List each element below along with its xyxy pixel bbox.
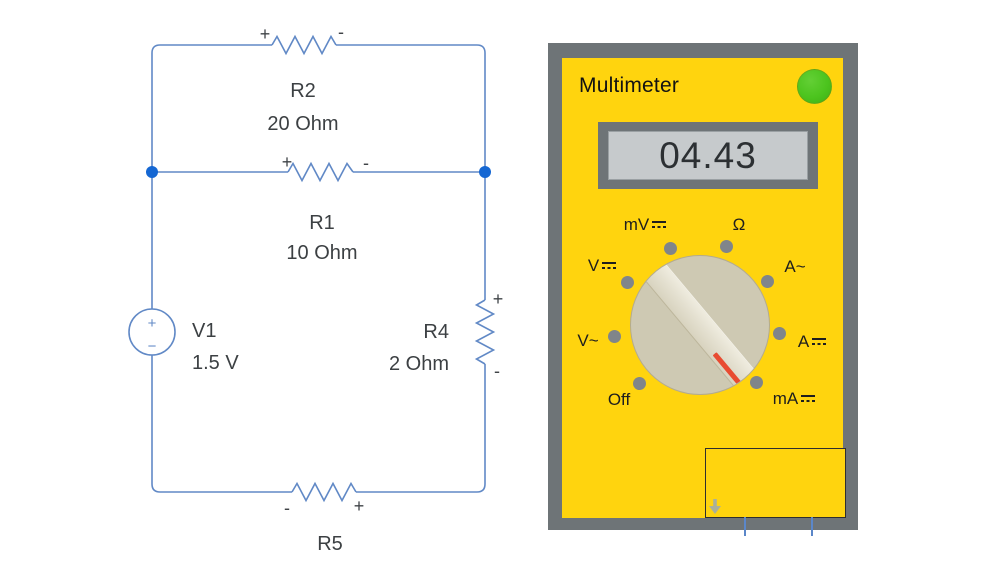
dial-option-ma-dc[interactable]: mA [757, 389, 831, 409]
r1-plus-sign: + [282, 152, 293, 172]
v1-plus-sign: + [148, 315, 157, 332]
resistor-r5-symbol[interactable] [291, 481, 357, 503]
dial-option-a-ac[interactable]: A~ [775, 257, 815, 277]
circuit-wires [128, 34, 496, 503]
r2-name-label: R2 [290, 80, 316, 102]
dial-dot-a-ac [761, 275, 774, 288]
dial-dot-off [633, 377, 646, 390]
junction-dot-right [479, 166, 491, 178]
dial-option-a-dc[interactable]: A [782, 332, 842, 352]
multimeter-title: Multimeter [579, 74, 680, 97]
wire-left-lower [151, 355, 161, 493]
r5-plus-sign: + [354, 496, 365, 516]
dial-option-label: V~ [577, 331, 599, 350]
r4-name-label: R4 [423, 321, 449, 343]
wire-top-right [336, 44, 486, 172]
r1-value-label: 10 Ohm [286, 242, 357, 264]
dial-option-label: mA [772, 389, 799, 408]
dial-dot-mv-dc [664, 242, 677, 255]
v1-name-label: V1 [192, 320, 216, 342]
panel-arrow-icon [709, 499, 721, 514]
r4-plus-sign: + [493, 289, 504, 309]
dial-option-mv-dc[interactable]: mV [613, 215, 677, 235]
rotary-dial[interactable] [630, 255, 770, 395]
dial-option-v-ac[interactable]: V~ [558, 331, 618, 351]
r1-minus-sign: - [363, 153, 369, 173]
display-readout: 04.43 [659, 134, 757, 176]
r5-minus-sign: - [284, 498, 290, 518]
dial-option-label: mV [623, 215, 650, 234]
dial-option-label: Off [607, 390, 631, 409]
dc-symbol-icon [812, 337, 827, 347]
resistor-r1-symbol[interactable] [287, 161, 354, 183]
dial-option-ohm[interactable]: Ω [719, 215, 759, 235]
probe-panel [705, 448, 846, 518]
dial-dot-ohm [720, 240, 733, 253]
r4-minus-sign: - [494, 361, 500, 381]
dial-option-off[interactable]: Off [594, 390, 644, 410]
r2-value-label: 20 Ohm [267, 113, 338, 135]
dial-handle[interactable] [631, 256, 769, 394]
dc-symbol-icon [801, 394, 816, 404]
dial-dot-ma-dc [750, 376, 763, 389]
dc-symbol-icon [602, 261, 617, 271]
black-probe-lead-wire [744, 517, 746, 536]
display-screen: 04.43 [608, 131, 808, 180]
wire-right-lower [476, 364, 486, 493]
resistor-r4-symbol[interactable] [474, 299, 496, 365]
v1-value-label: 1.5 V [192, 352, 239, 374]
r5-name-label: R5 [317, 533, 343, 555]
dc-symbol-icon [652, 220, 667, 230]
dial-dot-v-ac [608, 330, 621, 343]
dial-option-label: A [797, 332, 810, 351]
resistor-r2-symbol[interactable] [271, 34, 337, 56]
r2-plus-sign: + [260, 24, 271, 44]
dial-dot-a-dc [773, 327, 786, 340]
dial-option-v-dc[interactable]: V [572, 256, 632, 276]
v1-minus-sign: − [148, 338, 157, 355]
red-probe-lead-wire [811, 517, 813, 536]
power-led-indicator [797, 69, 832, 104]
r2-minus-sign: - [338, 22, 344, 42]
junction-dot-left [146, 166, 158, 178]
dial-option-label: V [587, 256, 600, 275]
wire-top-left [151, 44, 272, 54]
r4-value-label: 2 Ohm [389, 353, 449, 375]
dial-dot-v-dc [621, 276, 634, 289]
dial-pointer-icon [712, 352, 746, 390]
dial-option-label: Ω [732, 215, 746, 234]
circuit-diagram: + − + - + - + - - + R2 20 Ohm R1 10 Ohm … [128, 22, 504, 555]
dial-option-label: A~ [784, 257, 806, 276]
r1-name-label: R1 [309, 212, 335, 234]
